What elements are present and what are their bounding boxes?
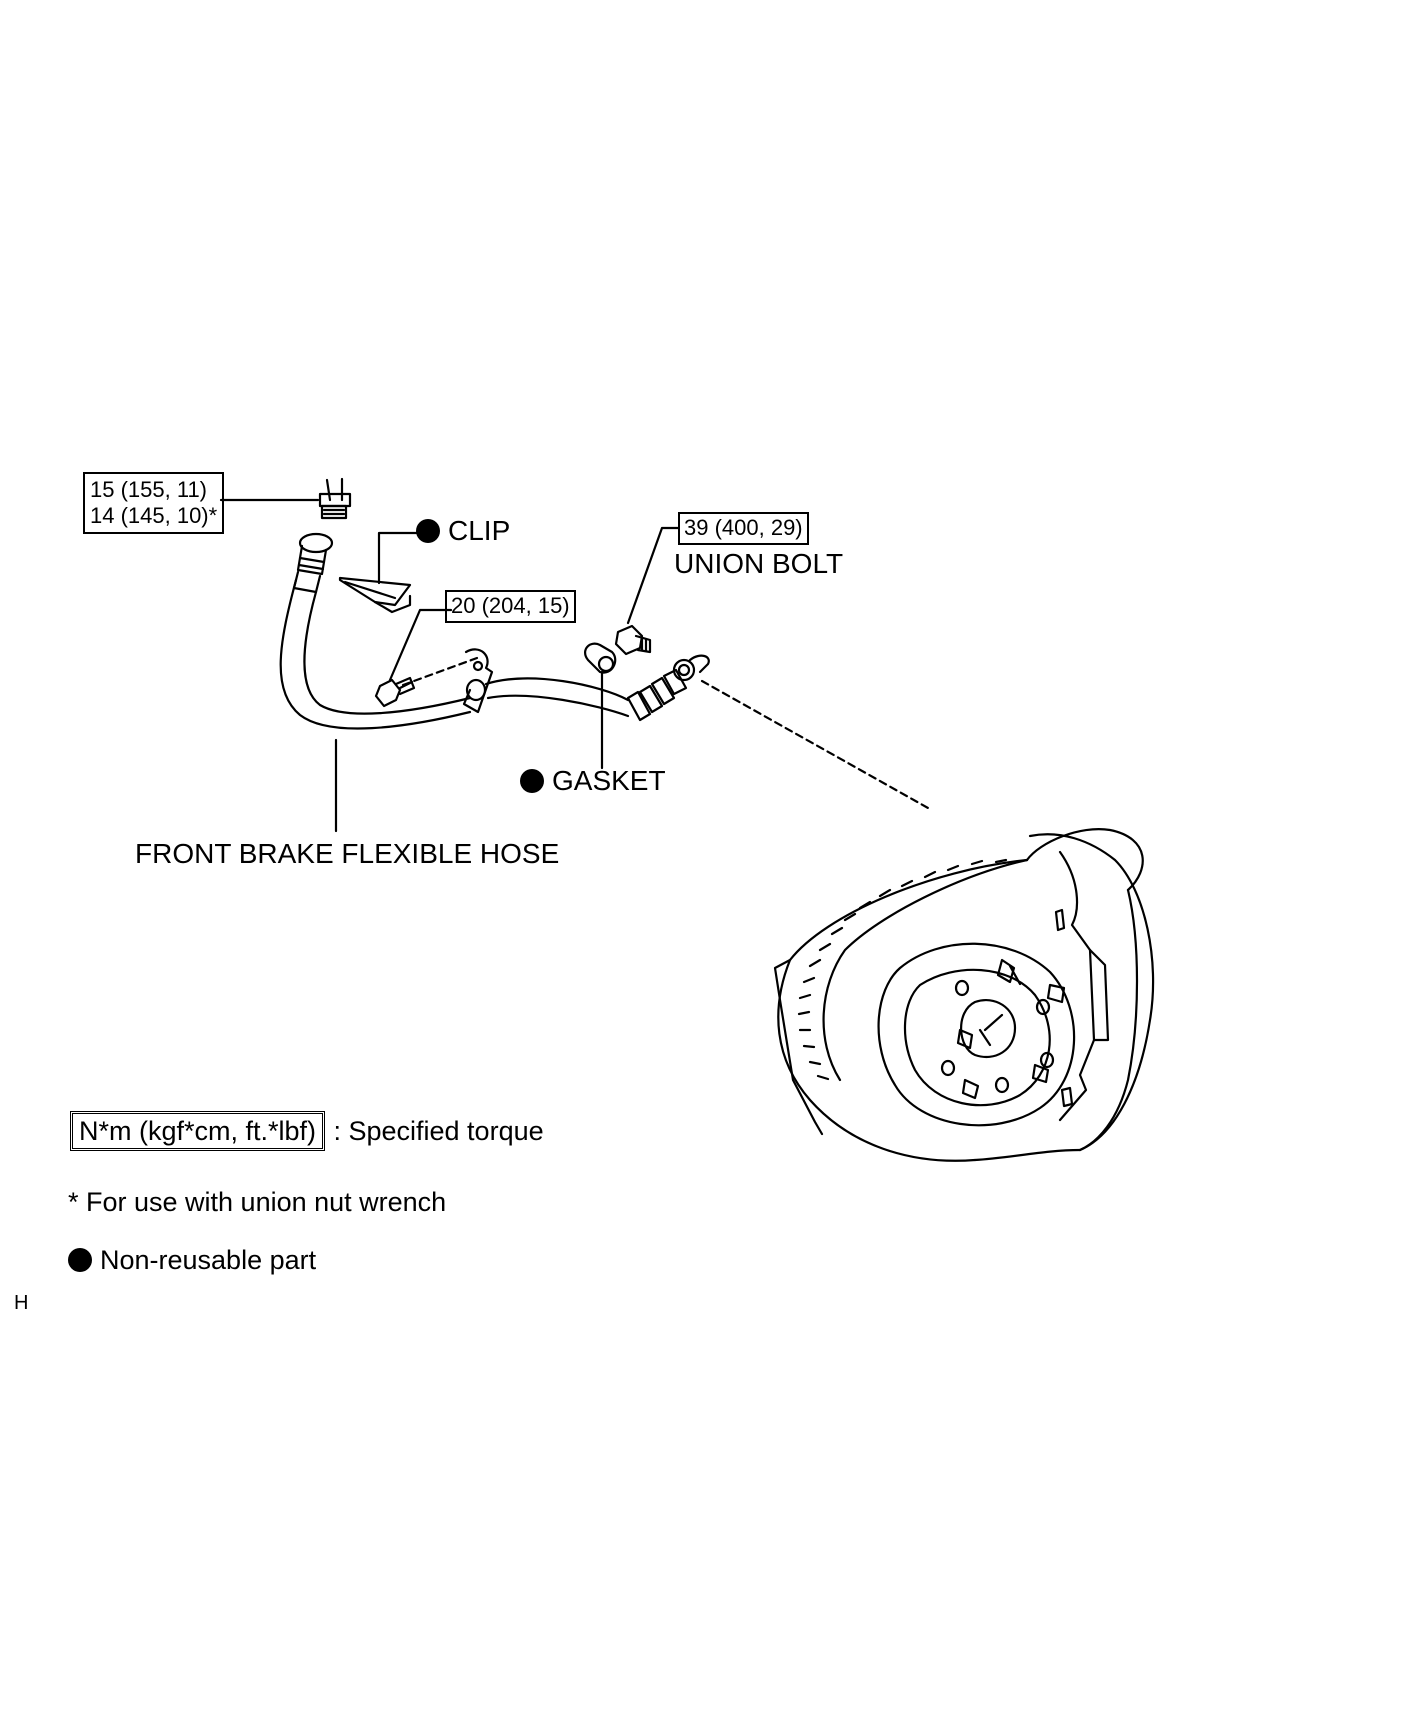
- gasket-label-text: GASKET: [552, 765, 666, 796]
- clip-part: [338, 576, 412, 614]
- corner-mark: H: [14, 1292, 29, 1314]
- torque-unit-box: N*m (kgf*cm, ft.*lbf): [70, 1111, 326, 1151]
- union-bolt-part: [614, 624, 652, 656]
- non-reusable-dot-icon: [68, 1248, 92, 1272]
- torque-spec-line-2: 14 (145, 10)*: [90, 503, 218, 528]
- non-reusable-dot-icon: [520, 769, 544, 793]
- gasket-label: GASKET: [520, 765, 666, 797]
- leader-lines: [219, 498, 930, 833]
- legend-non-reusable-text: Non-reusable part: [100, 1245, 317, 1275]
- bracket-bolt: [374, 676, 416, 708]
- hose-fitting: [318, 477, 352, 520]
- gasket-part: [584, 642, 617, 674]
- clip-label-text: CLIP: [448, 515, 511, 546]
- front-brake-flexible-hose-label: FRONT BRAKE FLEXIBLE HOSE: [135, 838, 560, 869]
- bracket-bolt-torque-value: 20 (204, 15): [451, 593, 570, 618]
- legend-asterisk-note: * For use with union nut wrench: [68, 1187, 447, 1217]
- torque-spec-line-1: 15 (155, 11): [90, 477, 208, 502]
- legend-torque: N*m (kgf*cm, ft.*lbf) : Specified torque: [70, 1111, 544, 1151]
- clip-label: CLIP: [416, 515, 510, 547]
- torque-unit-desc: : Specified torque: [333, 1116, 544, 1146]
- union-bolt-torque-value: 39 (400, 29): [684, 515, 803, 540]
- union-bolt-label: UNION BOLT: [674, 548, 844, 579]
- brake-rotor-caliper: [773, 828, 1155, 1162]
- non-reusable-dot-icon: [416, 519, 440, 543]
- flexible-hose: [279, 532, 710, 730]
- torque-spec-bracket-bolt: 20 (204, 15): [445, 590, 576, 623]
- torque-spec-hose-fitting: 15 (155, 11) 14 (145, 10)*: [83, 472, 225, 534]
- torque-spec-union-bolt: 39 (400, 29): [678, 512, 809, 545]
- legend-non-reusable: Non-reusable part: [68, 1244, 316, 1276]
